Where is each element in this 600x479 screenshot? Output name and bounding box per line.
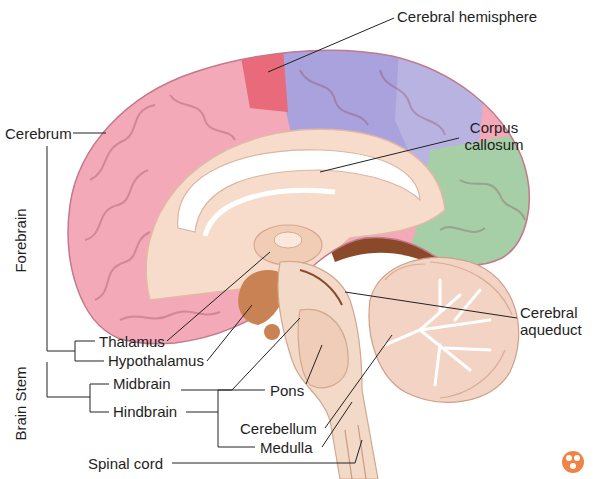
leader-line [73,133,106,134]
part-label: Brain Stem [12,366,29,440]
cerebral-aqueduct-shape [300,270,342,305]
leader-line [320,138,459,172]
leader-line [268,18,394,72]
part-label: Corpus callosum [461,119,527,153]
gyrus-line [90,105,155,180]
part-label: Hypothalamus [108,352,204,369]
gyrus-line [300,70,368,125]
part-label: Spinal cord [88,455,163,472]
cerebellum-folia [385,262,512,398]
gyrus-line [95,232,150,300]
leader-line [172,440,362,463]
gyrus-line [170,95,235,140]
arbor-branch [439,280,442,312]
arbor-branch [385,295,460,345]
part-label: Cerebral aqueduct [520,304,596,338]
arbor-branch [435,345,440,385]
logo-dot [566,455,572,461]
arbor-branch [420,320,490,330]
arbor-branch [455,290,480,320]
part-label: Pons [270,382,304,399]
pituitary [264,324,280,340]
leader-line [322,402,352,447]
leader-line [167,252,270,341]
leader-line [345,292,517,318]
part-label: Forebrain [12,208,29,272]
logo-dot [570,463,576,469]
spinal-cord-stripe [345,425,366,479]
leader-line [207,305,252,361]
folia-line [385,264,425,280]
gyrus-line [380,70,445,135]
logo [562,451,584,473]
gyrus-line [440,227,485,232]
part-label: Hindbrain [113,403,177,420]
pons-shape [298,309,348,387]
bracket [47,362,109,412]
cerebellum-shape [369,258,519,403]
part-label: Cerebrum [5,125,72,142]
leader-line [306,345,322,384]
thalamus-core [274,232,302,248]
gyrus-line [85,170,148,240]
gyrus-line [120,311,220,320]
part-label: Thalamus [99,333,165,350]
thalamus-shape [254,225,322,265]
part-label: Cerebral hemisphere [397,8,537,25]
logo-circle [562,451,584,473]
bracket [47,146,104,361]
folia-line [440,350,505,398]
arbor-branch [445,348,490,350]
arbor-vitae [385,280,490,385]
part-label: Cerebellum [240,420,317,437]
part-label: Midbrain [113,375,171,392]
logo-dot [574,455,580,461]
gyrus-line [460,180,525,220]
leader-lines [47,18,517,463]
part-label: Medulla [260,439,313,456]
motor-strip [238,35,288,112]
bracket [186,390,265,447]
leader-line [325,335,392,428]
